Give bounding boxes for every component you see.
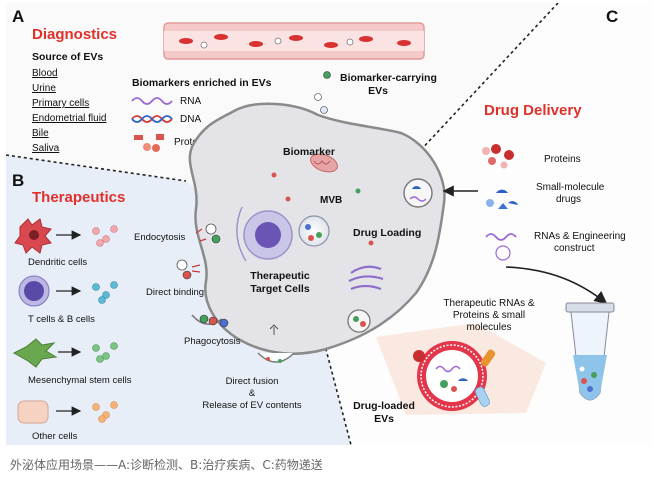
phagocytosis-label: Phagocytosis xyxy=(184,336,241,347)
plasmid-icon xyxy=(495,245,511,261)
panel-c-background xyxy=(306,3,651,445)
endocytosis-illustration xyxy=(195,223,221,244)
drug-loaded-label-2: EVs xyxy=(374,413,394,425)
drug-loaded-ev-icon xyxy=(413,341,496,411)
panel-b-title: Therapeutics xyxy=(32,189,125,206)
msc-label: Mesenchymal stem cells xyxy=(28,375,132,386)
small-molecule-icon xyxy=(486,189,518,209)
panel-a-title: Diagnostics xyxy=(32,26,117,43)
biomarker-label: Biomarker xyxy=(283,146,335,158)
other-cells-label: Other cells xyxy=(32,431,78,442)
dendritic-cell-row: Dendritic cells xyxy=(14,218,118,268)
source-heading: Source of EVs xyxy=(32,51,103,63)
t-b-cell-row: T cells & B cells xyxy=(18,275,118,325)
direct-fusion-illustration xyxy=(257,324,295,363)
figure-caption: 外泌体应用场景——A:诊断检测、B:治疗疾病、C:药物递送 xyxy=(10,458,323,472)
proteins-label: Proteins xyxy=(544,154,581,165)
source-item[interactable]: Bile xyxy=(32,128,49,139)
ev-applications-diagram: A Diagnostics Source of EVs Blood Urine … xyxy=(6,3,651,445)
dendritic-cell-icon xyxy=(14,218,52,254)
dna-icon xyxy=(131,115,173,123)
drugs-label: drugs xyxy=(556,194,581,205)
source-item[interactable]: Blood xyxy=(32,68,58,79)
loading-vesicle xyxy=(403,178,433,208)
source-list: Blood Urine Primary cells Endometrial fl… xyxy=(32,68,106,154)
direct-binding-illustration xyxy=(176,259,201,280)
storage-tube-icon xyxy=(565,302,615,401)
mesenchymal-cell-icon xyxy=(12,338,58,368)
other-cell-icon xyxy=(17,400,49,424)
direct-fusion-label: Direct fusion xyxy=(226,376,279,387)
panel-a-letter: A xyxy=(12,7,24,26)
rnas-label: RNAs & Engineering xyxy=(534,231,626,242)
divider-ab xyxy=(6,154,187,182)
source-item[interactable]: Urine xyxy=(32,83,56,94)
central-cell-contents xyxy=(236,153,384,291)
release-label: Release of EV contents xyxy=(202,400,302,411)
drug-loading-label: Drug Loading xyxy=(353,227,421,239)
protein-icon xyxy=(134,134,164,152)
source-item[interactable]: Saliva xyxy=(32,143,60,154)
msc-row: Mesenchymal stem cells xyxy=(12,338,132,386)
protein-label: Protein xyxy=(174,137,206,148)
rnas-icon xyxy=(485,233,517,241)
source-item[interactable]: Primary cells xyxy=(32,98,89,109)
red-blood-cells xyxy=(179,34,411,48)
rna-icon xyxy=(131,97,173,105)
biomarker-carrying-label-2: EVs xyxy=(368,85,388,97)
panel-b-background xyxy=(6,155,351,445)
biomarkers-heading: Biomarkers enriched in EVs xyxy=(132,77,272,89)
panel-c-letter: C xyxy=(606,7,618,26)
therapeutic-label: Therapeutic xyxy=(250,270,310,282)
target-cells-label: Target Cells xyxy=(250,283,309,295)
dendritic-cells-label: Dendritic cells xyxy=(28,257,87,268)
dna-label: DNA xyxy=(180,114,201,125)
cargo-label-2: Proteins & small xyxy=(453,310,525,321)
rna-label: RNA xyxy=(180,96,201,107)
other-cell-row: Other cells xyxy=(17,400,118,442)
panel-b-letter: B xyxy=(12,171,24,190)
drug-loaded-label: Drug-loaded xyxy=(353,400,415,412)
to-tube-arrow xyxy=(505,266,608,304)
endocytosis-label: Endocytosis xyxy=(134,232,185,243)
construct-label: construct xyxy=(554,243,595,254)
fusion-ampersand-label: & xyxy=(249,388,256,399)
release-vesicle xyxy=(347,309,371,333)
cargo-label-1: Therapeutic RNAs & xyxy=(443,298,534,309)
direct-binding-label: Direct binding xyxy=(146,287,204,298)
mvb-label: MVB xyxy=(320,195,342,206)
source-item[interactable]: Endometrial fluid xyxy=(32,113,106,124)
phagocytosis-illustration xyxy=(191,314,229,328)
panel-c-title: Drug Delivery xyxy=(484,102,582,119)
blood-vessel-illustration xyxy=(163,22,425,60)
lymphocyte-icon xyxy=(18,275,50,307)
proteins-icon xyxy=(482,144,514,169)
biomarker-carrying-label: Biomarker-carrying xyxy=(340,72,437,84)
biomarker-ev-dots xyxy=(314,71,331,114)
cargo-label-3: molecules xyxy=(466,322,511,333)
t-b-cells-label: T cells & B cells xyxy=(28,314,95,325)
small-molecule-label: Small-molecule xyxy=(536,182,605,193)
